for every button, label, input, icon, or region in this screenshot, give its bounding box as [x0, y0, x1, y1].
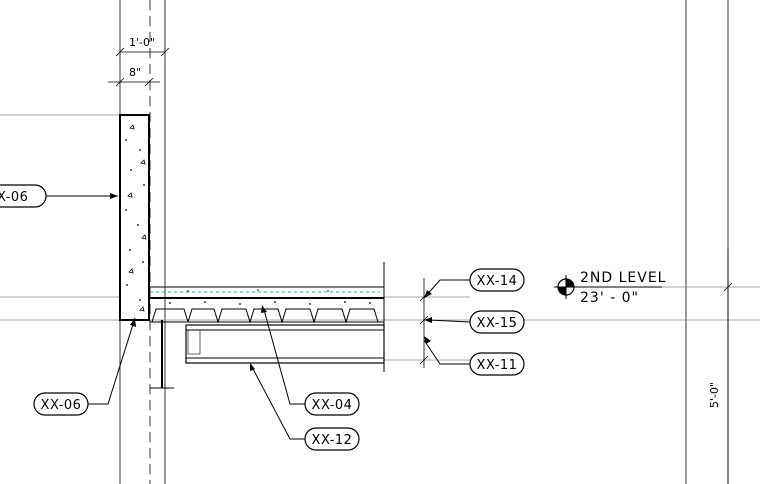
dim-thickness-label: 8"	[129, 66, 141, 79]
dimension-wall-overall: 1'-0"	[115, 36, 170, 57]
callout-right-mid: XX-15	[469, 310, 525, 334]
level-name: 2ND LEVEL	[580, 270, 666, 286]
callout-right-top-text: XX-14	[477, 274, 518, 289]
callout-bottom-b: XX-12	[304, 427, 360, 451]
callout-right-bottom-text: XX-11	[477, 358, 518, 373]
level-marker: 2ND LEVEL 23' - 0"	[554, 270, 666, 306]
concrete-wall	[119, 114, 150, 321]
callout-bottom-a: XX-04	[304, 392, 360, 416]
callout-right-bottom: XX-11	[469, 352, 525, 376]
callout-left-lower-text: XX-06	[41, 398, 82, 413]
callout-left-upper: XX-06	[0, 184, 47, 208]
leader-lines	[46, 193, 471, 440]
callout-left-lower: XX-06	[33, 392, 89, 416]
callout-bottom-b-text: XX-12	[312, 433, 353, 448]
callout-right-mid-text: XX-15	[477, 316, 518, 331]
dimension-wall-thickness: 8"	[108, 66, 160, 87]
callout-left-upper-text: XX-06	[0, 190, 28, 205]
dim-vertical-label: 5'-0"	[708, 382, 721, 408]
dim-overall-label: 1'-0"	[129, 36, 155, 49]
steel-beam	[150, 320, 385, 389]
callout-right-top: XX-14	[469, 268, 525, 292]
vertical-dimension: 5'-0"	[708, 250, 733, 484]
callout-bottom-a-text: XX-04	[312, 398, 353, 413]
level-elevation: 23' - 0"	[580, 290, 639, 306]
